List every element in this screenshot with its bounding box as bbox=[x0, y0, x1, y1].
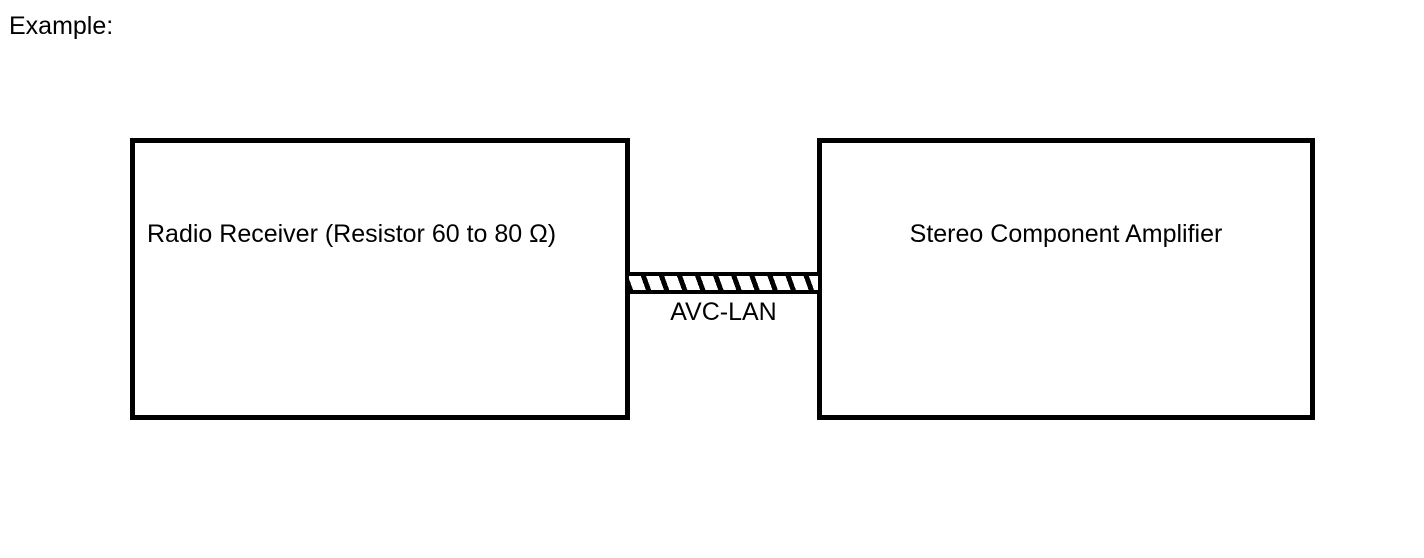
block-stereo-amplifier-label: Stereo Component Amplifier bbox=[909, 220, 1223, 248]
block-radio-receiver: Radio Receiver (Resistor 60 to 80 Ω) bbox=[130, 138, 630, 420]
connector-avc-lan-label: AVC-LAN bbox=[670, 298, 777, 326]
connector-hatch-stripes-icon bbox=[629, 276, 818, 290]
connector-hatch-fill bbox=[629, 276, 818, 290]
block-radio-receiver-label: Radio Receiver (Resistor 60 to 80 Ω) bbox=[147, 220, 557, 248]
example-caption: Example: bbox=[9, 12, 114, 40]
block-stereo-amplifier: Stereo Component Amplifier bbox=[817, 138, 1315, 420]
connector-avc-lan-bus bbox=[629, 272, 818, 294]
